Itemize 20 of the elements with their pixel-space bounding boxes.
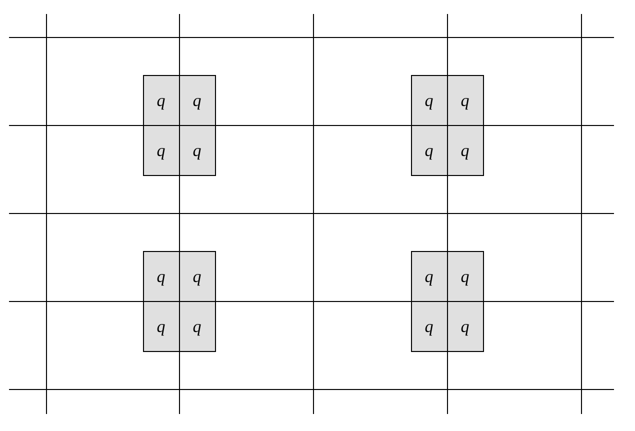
variable-label: q	[460, 268, 470, 284]
variable-label: q	[156, 142, 166, 158]
variable-label: q	[192, 268, 202, 284]
variable-label: q	[460, 318, 470, 334]
shaded-block	[411, 75, 484, 176]
variable-label: q	[192, 92, 202, 108]
variable-label: q	[192, 142, 202, 158]
shaded-block	[411, 251, 484, 352]
shaded-block	[143, 75, 216, 176]
variable-label: q	[424, 318, 434, 334]
variable-label: q	[460, 92, 470, 108]
variable-label: q	[156, 318, 166, 334]
variable-label: q	[156, 268, 166, 284]
variable-label: q	[192, 318, 202, 334]
shaded-block	[143, 251, 216, 352]
variable-label: q	[156, 92, 166, 108]
variable-label: q	[424, 92, 434, 108]
variable-label: q	[424, 142, 434, 158]
variable-label: q	[460, 142, 470, 158]
variable-label: q	[424, 268, 434, 284]
